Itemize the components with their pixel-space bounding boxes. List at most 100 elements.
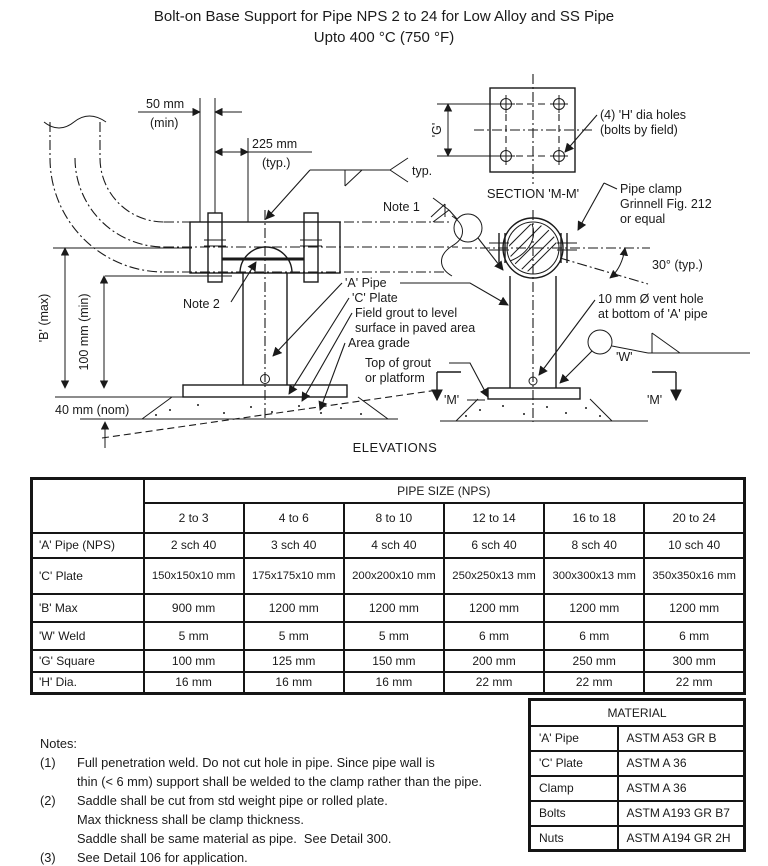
clamp-lug-left	[489, 233, 509, 263]
table-row: 'G' Square 100 mm 125 mm 150 mm 200 mm 2…	[30, 648, 746, 673]
m-left-label: 'M'	[444, 393, 459, 407]
pipe-break-right	[441, 215, 463, 277]
base-plate-left	[182, 384, 348, 398]
elbow-inner-arc	[99, 157, 165, 223]
material-part: Clamp	[528, 774, 619, 802]
table-row: 'W' Weld 5 mm 5 mm 5 mm 6 mm 6 mm 6 mm	[30, 620, 746, 651]
row-label: 'C' Plate	[30, 556, 145, 595]
cell: 16 mm	[142, 670, 245, 695]
top-grout-label-2: or platform	[365, 371, 425, 385]
base-plate-right	[487, 387, 581, 400]
saddle-arc	[239, 246, 293, 274]
material-spec: ASTM A 36	[616, 774, 746, 802]
cell: 175x175x10 mm	[242, 556, 345, 595]
note-line: Max thickness shall be clamp thickness.	[77, 812, 304, 827]
cell: 10 sch 40	[643, 531, 746, 559]
grout-speckles-right	[465, 405, 601, 417]
note-line: See Detail 106 for application.	[77, 850, 248, 865]
elevation-drawing: 50 mm (min) 225 mm (typ.) typ.	[37, 74, 750, 455]
angle-30-label: 30° (typ.)	[652, 258, 703, 272]
grout-pad-left	[141, 396, 389, 420]
vent-hole-label-1: 10 mm Ø vent hole	[598, 292, 704, 306]
pipe-break-top	[43, 115, 107, 129]
cell: 1200 mm	[242, 592, 345, 623]
cell: 22 mm	[543, 670, 646, 695]
cell: 2 sch 40	[142, 531, 245, 559]
grout-speckles-left	[155, 404, 362, 416]
material-spec: ASTM A 36	[616, 749, 746, 777]
holes-label-1: (4) 'H' dia holes	[600, 108, 686, 122]
col-header: 8 to 10	[342, 501, 445, 534]
cell: 8 sch 40	[543, 531, 646, 559]
note-item: (2) Saddle shall be cut from std weight …	[40, 791, 520, 848]
note-line: Saddle shall be same material as pipe. S…	[77, 831, 392, 846]
weld-symbol-w: 'W'	[559, 329, 750, 384]
material-part: Nuts	[528, 824, 619, 852]
row-label: 'A' Pipe (NPS)	[30, 531, 145, 559]
cell: 200 mm	[442, 648, 546, 673]
cell: 22 mm	[643, 670, 746, 695]
area-grade-label: Area grade	[348, 336, 410, 350]
m-right-label: 'M'	[647, 393, 662, 407]
right-elevation: 30° (typ.) Pipe clamp Grinnell Fig. 212 …	[430, 182, 750, 422]
row-label: 'B' Max	[30, 592, 145, 623]
note-number: (2)	[40, 793, 56, 808]
table-row: 'H' Dia. 16 mm 16 mm 16 mm 22 mm 22 mm 2…	[30, 670, 746, 695]
clamp-ring-outer	[502, 217, 564, 279]
a-pipe-label: 'A' Pipe	[345, 276, 387, 290]
note-line: thin (< 6 mm) support shall be welded to…	[77, 774, 483, 789]
row-label: 'W' Weld	[30, 620, 145, 651]
cell: 300x300x13 mm	[543, 556, 646, 595]
cell: 6 mm	[543, 620, 646, 651]
col-header: 12 to 14	[442, 501, 546, 534]
cell: 16 mm	[242, 670, 345, 695]
vent-hole-label-2: at bottom of 'A' pipe	[598, 307, 708, 321]
cell: 6 sch 40	[442, 531, 546, 559]
note-line: Full penetration weld. Do not cut hole i…	[77, 755, 435, 770]
note-line: Saddle shall be cut from std weight pipe…	[77, 793, 388, 808]
weld-typ-label: typ.	[412, 164, 432, 178]
top-grout-label-1: Top of grout	[365, 356, 432, 370]
col-header: 4 to 6	[242, 501, 345, 534]
note-number: (1)	[40, 755, 56, 770]
cell: 5 mm	[342, 620, 445, 651]
note2-label: Note 2	[183, 297, 220, 311]
cell: 200x200x10 mm	[342, 556, 445, 595]
page-title: Bolt-on Base Support for Pipe NPS 2 to 2…	[153, 8, 615, 25]
note-number: (3)	[40, 850, 56, 865]
material-table: MATERIAL 'A' Pipe ASTM A53 GR B 'C' Plat…	[528, 698, 746, 852]
section-marker-m-left: 'M'	[431, 371, 485, 407]
cell: 150x150x10 mm	[142, 556, 245, 595]
note-item: (3) See Detail 106 for application.	[40, 848, 520, 866]
dim-50-qualifier: (min)	[150, 116, 178, 130]
dim-50-label: 50 mm	[146, 97, 184, 111]
material-spec: ASTM A193 GR B7	[616, 799, 746, 827]
material-table-header: MATERIAL	[528, 698, 746, 727]
pipe-clamp-label-3: or equal	[620, 212, 665, 226]
material-part: Bolts	[528, 799, 619, 827]
table-row: Bolts ASTM A193 GR B7	[528, 799, 746, 827]
table-row: Clamp ASTM A 36	[528, 774, 746, 802]
row-label: 'H' Dia.	[30, 670, 145, 695]
col-header: 20 to 24	[643, 501, 746, 534]
size-range-header-row: 2 to 3 4 to 6 8 to 10 12 to 14 16 to 18 …	[32, 501, 746, 534]
table-row: 'B' Max 900 mm 1200 mm 1200 mm 1200 mm 1…	[30, 592, 746, 623]
weld-w-label: 'W'	[616, 350, 633, 364]
note-text: See Detail 106 for application.	[77, 848, 248, 866]
cell: 100 mm	[142, 648, 245, 673]
cell: 16 mm	[342, 670, 445, 695]
cell: 6 mm	[442, 620, 546, 651]
area-grade-line	[101, 389, 439, 439]
col-header: 16 to 18	[543, 501, 646, 534]
cell: 300 mm	[643, 648, 746, 673]
weld-all-around-symbol	[430, 203, 504, 271]
note-text: Saddle shall be cut from std weight pipe…	[77, 791, 391, 848]
table-row: Nuts ASTM A194 GR 2H	[528, 824, 746, 852]
material-part: 'C' Plate	[528, 749, 619, 777]
cell: 125 mm	[242, 648, 345, 673]
cell: 900 mm	[142, 592, 245, 623]
table-row: 'C' Plate 150x150x10 mm 175x175x10 mm 20…	[30, 556, 746, 595]
left-elevation: 50 mm (min) 225 mm (typ.) typ.	[37, 97, 682, 448]
notes-heading: Notes:	[40, 736, 77, 751]
